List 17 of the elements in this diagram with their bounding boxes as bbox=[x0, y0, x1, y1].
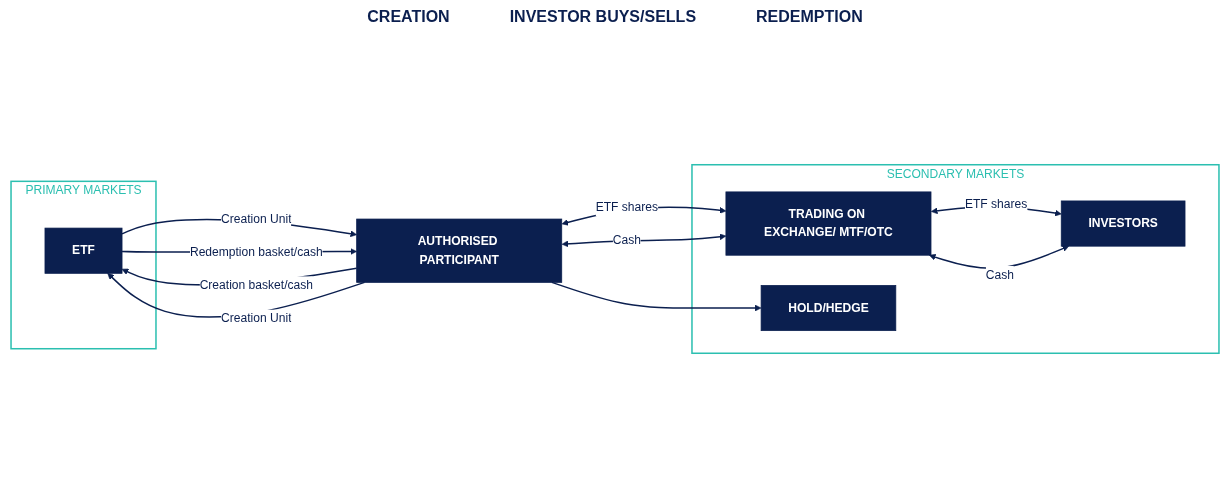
section-heading: REDEMPTION bbox=[756, 8, 863, 26]
arrow bbox=[551, 281, 762, 312]
edge-label: Creation basket/cash bbox=[199, 278, 313, 292]
node-box: AUTHORISED PARTICIPANT bbox=[356, 218, 563, 283]
section-heading: CREATION bbox=[367, 8, 450, 26]
edge-label: ETF shares bbox=[595, 200, 659, 213]
edge-label: Cash bbox=[612, 233, 641, 247]
node-box: ETF bbox=[44, 227, 123, 274]
edge-label: ETF shares bbox=[964, 197, 1028, 210]
node-box: INVESTORS bbox=[1060, 200, 1186, 247]
edge-label: Cash bbox=[985, 267, 1015, 281]
node-box: TRADING ON EXCHANGE/ MTF/OTC bbox=[725, 191, 932, 256]
edge-label: Redemption basket/cash bbox=[189, 245, 323, 259]
node-box: HOLD/HEDGE bbox=[760, 285, 897, 331]
edge-label: Creation Unit bbox=[221, 212, 292, 226]
edge-label: Creation Unit bbox=[221, 311, 292, 325]
section-heading: INVESTOR BUYS/SELLS bbox=[509, 8, 697, 26]
